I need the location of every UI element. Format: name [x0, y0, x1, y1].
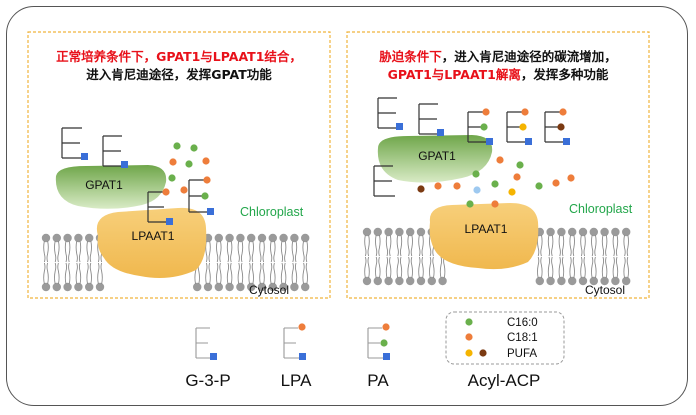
left-g3p-molecule-1	[61, 127, 88, 160]
left-lpaat1-protein	[96, 207, 207, 278]
left-lpaat1-label: LPAAT1	[132, 229, 175, 243]
right-chloroplast-label: Chloroplast	[569, 202, 633, 216]
right-acyl-dots	[417, 156, 575, 208]
left-caption-red: 正常培养条件下，	[56, 49, 156, 64]
left-lpa-molecule	[147, 188, 173, 225]
right-lpaat1-protein	[429, 203, 539, 270]
legend-acyl-acp-label: Acyl-ACP	[468, 371, 541, 390]
left-gpat1-label: GPAT1	[85, 178, 123, 192]
right-gpat1-label: GPAT1	[418, 149, 456, 163]
right-caption-black: ，进入肯尼迪途径的碳流增加，	[442, 49, 617, 64]
legend-c18-dot	[465, 333, 473, 341]
right-lpaat1-label: LPAAT1	[465, 222, 508, 236]
right-g3p-molecule-2	[418, 103, 444, 136]
legend-c18-label: C18:1	[507, 332, 538, 344]
left-g3p-molecule-2	[102, 135, 128, 168]
legend-acyl-box	[445, 311, 565, 365]
right-g3p-molecule-1	[377, 97, 403, 130]
left-caption-line2: 进入肯尼迪途径，发挥GPAT功能	[86, 67, 272, 82]
legend-g3p-molecule	[195, 327, 217, 360]
right-caption-red: 胁迫条件下	[379, 49, 442, 64]
right-caption-black-2: ，发挥多种功能	[521, 67, 609, 82]
legend-lpa-molecule	[283, 323, 306, 360]
legend-pufa-label: PUFA	[507, 348, 537, 360]
legend-g3p-label: G-3-P	[185, 371, 230, 390]
right-caption-line2: GPAT1与LPAAT1解离，发挥多种功能	[388, 67, 609, 82]
legend: G-3-P LPA PA C16:0 C18:1 PUFA Acyl-ACP	[185, 311, 565, 390]
left-panel: 正常培养条件下，GPAT1与LPAAT1结合， 进入肯尼迪途径，发挥GPAT功能…	[27, 31, 331, 299]
right-caption-red-2: GPAT1与LPAAT1解离	[388, 67, 521, 82]
left-caption-line1: 正常培养条件下，GPAT1与LPAAT1结合，	[56, 49, 302, 64]
left-caption-red2: GPAT1与LPAAT1结合，	[156, 49, 302, 64]
left-pa-molecule	[188, 176, 214, 215]
left-acyl-dots	[168, 142, 210, 194]
right-pa-molecule-1	[467, 108, 493, 145]
right-panel: 胁迫条件下，进入肯尼迪途径的碳流增加， GPAT1与LPAAT1解离，发挥多种功…	[346, 31, 650, 299]
right-pa-molecule-3	[544, 108, 570, 145]
legend-pufa-dot-brown	[479, 349, 487, 357]
right-caption-line1: 胁迫条件下，进入肯尼迪途径的碳流增加，	[379, 49, 617, 64]
right-pa-molecule-2	[506, 108, 532, 145]
legend-pufa-dot-yellow	[465, 349, 473, 357]
left-cytosol-label: Cytosol	[249, 283, 289, 297]
right-cytosol-label: Cytosol	[585, 283, 625, 297]
legend-lpa-label: LPA	[281, 371, 313, 390]
left-gpat1-protein	[55, 165, 167, 209]
legend-c16-dot	[465, 318, 473, 326]
legend-c16-label: C16:0	[507, 317, 538, 329]
legend-pa-label: PA	[367, 371, 389, 390]
right-gpat1-protein	[377, 135, 493, 183]
right-g3p-molecule-3	[373, 165, 395, 197]
left-chloroplast-label: Chloroplast	[240, 205, 304, 219]
legend-pa-molecule	[367, 323, 390, 360]
